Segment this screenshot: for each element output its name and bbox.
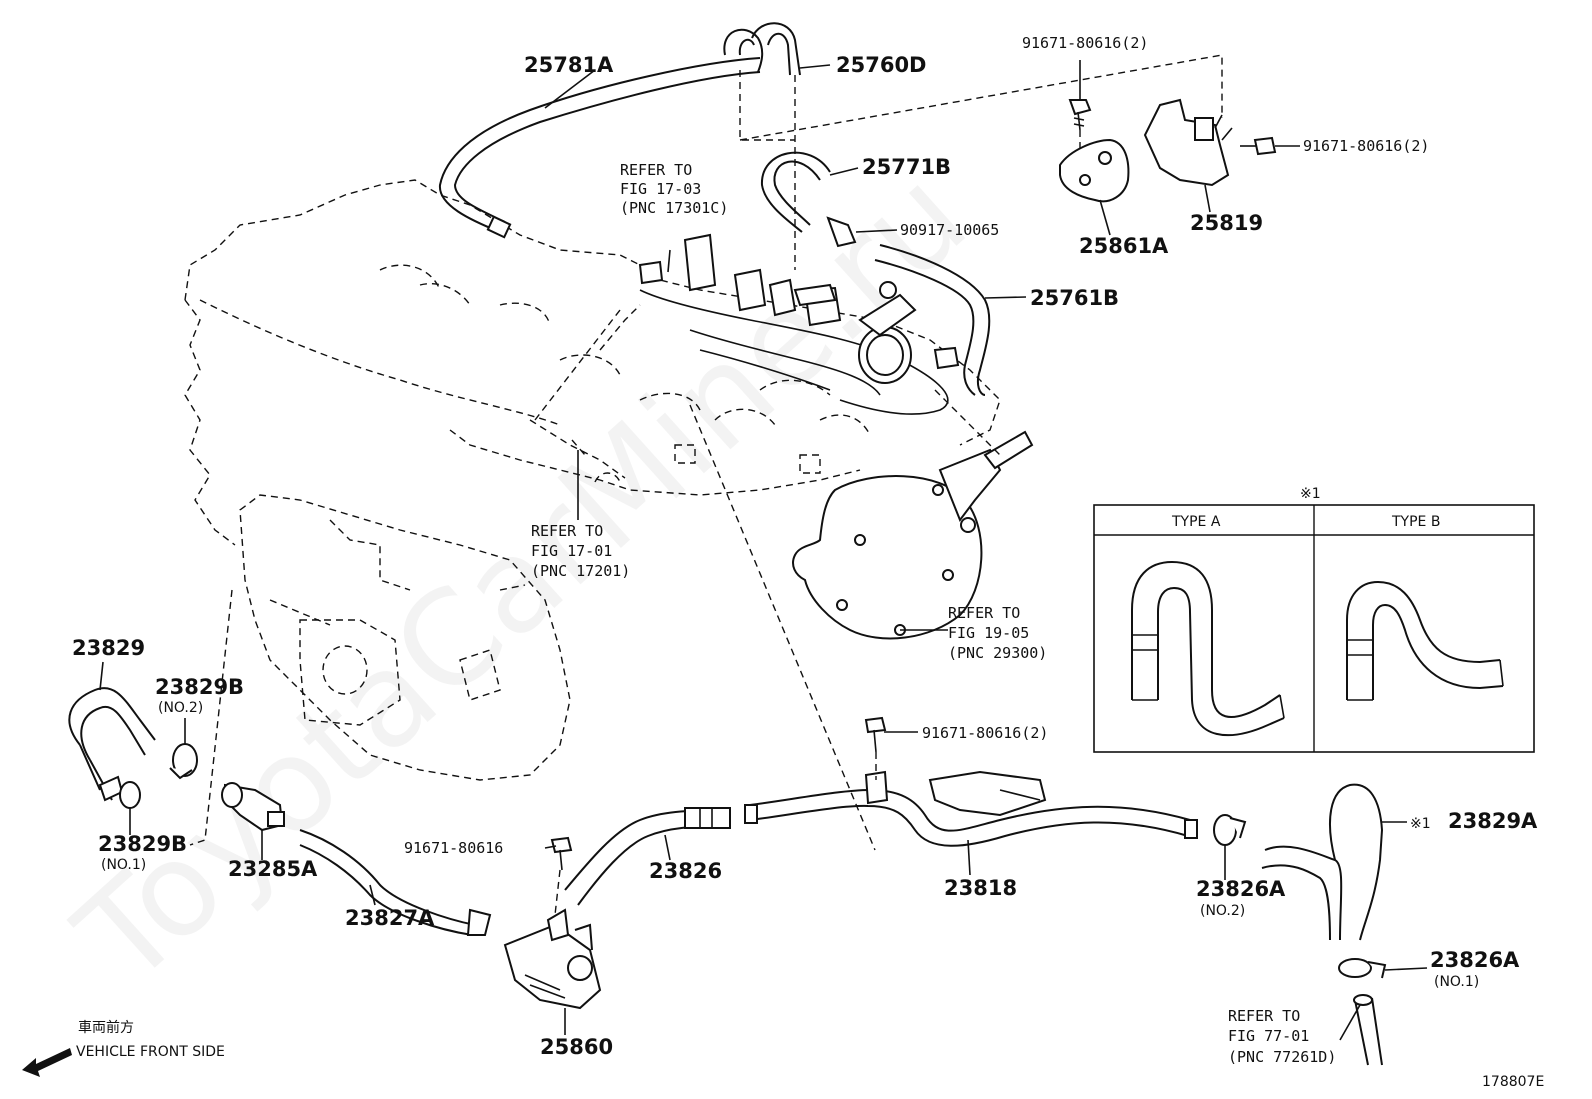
valve-90917-10065: [826, 216, 857, 248]
front-side-jp: 車両前方: [78, 1019, 134, 1036]
type-b-label: TYPE B: [1391, 514, 1440, 530]
guide-lines: [189, 54, 1223, 916]
bolt-single: [550, 836, 573, 871]
ref1-line2: FIG 17-03: [620, 180, 701, 198]
bracket-25861A: [1059, 138, 1130, 203]
label-23829B-no1-sub: (NO.1): [101, 857, 146, 873]
ref4-line1: REFER TO: [1228, 1007, 1300, 1025]
clip-23829B-no1: [119, 781, 141, 809]
ref1-line1: REFER TO: [620, 161, 692, 179]
hose-23829: [68, 687, 156, 746]
bolt-top: [1068, 99, 1092, 131]
ref3-line3: (PNC 29300): [948, 644, 1047, 662]
label-bolt-right: 91671-80616(2): [1303, 137, 1429, 155]
ref2-line1: REFER TO: [531, 522, 603, 540]
type-a-hose-icon: [1131, 560, 1281, 718]
label-25860: 25860: [540, 1035, 613, 1059]
clip-23826A-no2: [1213, 814, 1247, 846]
label-25781A: 25781A: [524, 53, 614, 77]
ref3-line1: REFER TO: [948, 604, 1020, 622]
label-23818: 23818: [944, 876, 1017, 900]
vehicle-front-indicator: 車両前方 VEHICLE FRONT SIDE: [22, 1019, 225, 1077]
sensor-23285A: [221, 782, 285, 832]
pipe-23818: [749, 788, 1191, 832]
label-25861A: 25861A: [1079, 234, 1169, 258]
hose-25760D: [723, 28, 764, 73]
engine-outline: [184, 179, 1001, 851]
label-25819: 25819: [1190, 211, 1263, 235]
ref1-line3: (PNC 17301C): [620, 199, 728, 217]
front-side-en: VEHICLE FRONT SIDE: [76, 1044, 225, 1060]
label-23829B-no2: 23829B: [155, 675, 244, 699]
label-23826A-no2: 23826A: [1196, 877, 1286, 901]
intake-manifold: [638, 233, 960, 415]
figure-id: 178807E: [1482, 1074, 1544, 1090]
ref2-line2: FIG 17-01: [531, 542, 612, 560]
throttle-body: [239, 494, 571, 781]
label-23826A-no2-sub: (NO.2): [1200, 903, 1245, 919]
label-23829B-no1: 23829B: [98, 832, 187, 856]
label-23829A: 23829A: [1448, 809, 1538, 833]
ref2-line3: (PNC 17201): [531, 562, 630, 580]
label-23826: 23826: [649, 859, 722, 883]
label-23829B-no2-sub: (NO.2): [158, 700, 203, 716]
label-bolt-single: 91671-80616: [404, 839, 503, 857]
label-bolt-top: 91671-80616(2): [1022, 34, 1148, 52]
label-23829: 23829: [72, 636, 145, 660]
label-23829A-mark: ※1: [1410, 816, 1431, 832]
leader-lines: [99, 60, 1428, 1041]
vsv-25860: [503, 908, 602, 1010]
type-a-label: TYPE A: [1171, 514, 1221, 530]
clip-23829B-no2: [169, 743, 198, 780]
label-25771B: 25771B: [862, 155, 951, 179]
ref4-line2: FIG 77-01: [1228, 1027, 1309, 1045]
label-90917-10065: 90917-10065: [900, 221, 999, 239]
hose-23829A: [1264, 845, 1343, 941]
label-25761B: 25761B: [1030, 286, 1119, 310]
label-bolt-mid: 91671-80616(2): [922, 724, 1048, 742]
label-23285A: 23285A: [228, 857, 318, 881]
ref3-line2: FIG 19-05: [948, 624, 1029, 642]
bolt-mid: [864, 716, 887, 753]
label-25760D: 25760D: [836, 53, 927, 77]
label-23826A-no1-sub: (NO.1): [1434, 974, 1479, 990]
label-23826A-no1: 23826A: [1430, 948, 1520, 972]
label-23827A: 23827A: [345, 906, 435, 930]
ref4-line3: (PNC 77261D): [1228, 1048, 1336, 1066]
type-b-hose-icon: [1346, 580, 1501, 700]
hose-25771B: [773, 160, 821, 226]
type-box-mark: ※1: [1300, 486, 1321, 502]
vacuum-pump: [792, 430, 1034, 640]
arrow-left-icon: [22, 1048, 72, 1077]
vsv-25819: [1143, 98, 1233, 187]
hose-23827A: [299, 829, 476, 926]
clip-23826A-no1: [1338, 958, 1387, 979]
type-box: ※1 TYPE A TYPE B: [1093, 486, 1535, 753]
bolt-right: [1240, 136, 1277, 156]
hose-25781A: [438, 57, 761, 233]
hose-25761B: [879, 244, 991, 396]
